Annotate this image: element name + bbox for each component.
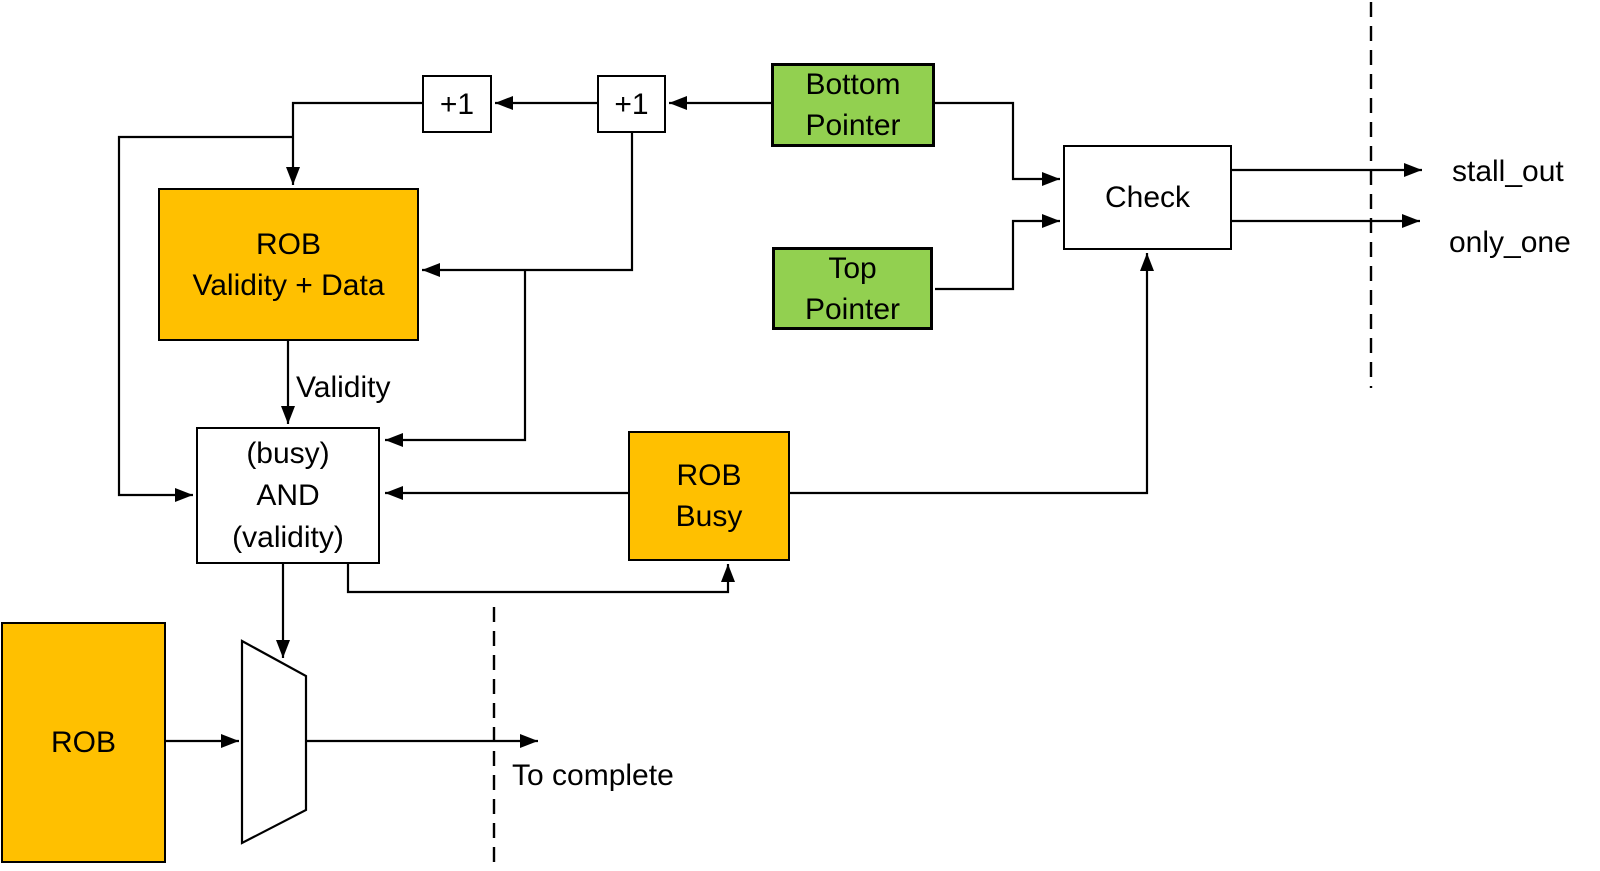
- top-pointer-label-line2: Pointer: [804, 292, 901, 326]
- busy-and-validity-label-line3: (validity): [232, 520, 344, 554]
- rob-validity-data-block: ROB Validity + Data: [158, 188, 419, 341]
- incrementer-right-label: +1: [614, 87, 649, 121]
- wire-inc-left-to-rob-validity-top: [286, 101, 422, 185]
- rob-validity-data-label-line2: Validity + Data: [192, 268, 385, 302]
- rob-busy-label-line1: ROB: [676, 459, 742, 492]
- wire-top-pointer-to-check: [935, 214, 1060, 291]
- check-block: Check: [1063, 145, 1232, 250]
- incrementer-left-label: +1: [439, 87, 475, 121]
- mux-shape: [240, 639, 308, 845]
- incrementer-left-block: +1: [422, 75, 492, 133]
- bottom-pointer-block: Bottom Pointer: [771, 63, 935, 147]
- validity-wire-label: Validity: [296, 371, 391, 404]
- to-complete-label: To complete: [512, 759, 674, 792]
- wire-branch-to-and-left: [117, 135, 294, 502]
- rob-label: ROB: [50, 726, 116, 759]
- busy-and-validity-label-line1: (busy): [246, 436, 330, 470]
- stall-out-label: stall_out: [1452, 155, 1564, 188]
- rob-block: ROB: [1, 622, 166, 863]
- bottom-pointer-label-line1: Bottom: [805, 68, 901, 101]
- check-label: Check: [1104, 181, 1191, 214]
- bottom-pointer-label-line2: Pointer: [805, 109, 901, 142]
- incrementer-right-block: +1: [597, 75, 666, 133]
- wire-branch-to-and-right-top: [385, 270, 527, 447]
- top-pointer-block: Top Pointer: [772, 247, 933, 330]
- busy-and-validity-label-line2: AND: [256, 478, 320, 512]
- rob-validity-data-label-line1: ROB: [255, 227, 321, 261]
- rob-busy-block: ROB Busy: [628, 431, 790, 561]
- busy-and-validity-block: (busy) AND (validity): [196, 427, 380, 564]
- wire-and-to-rob-busy-bottom: [346, 564, 735, 594]
- rob-busy-label-line2: Busy: [675, 500, 743, 533]
- wire-rob-busy-to-check-bottom: [790, 253, 1154, 495]
- wire-inc-right-to-rob-validity-right: [422, 133, 634, 277]
- top-pointer-label-line1: Top: [828, 251, 877, 285]
- wire-bottom-pointer-to-check: [935, 101, 1060, 186]
- only-one-label: only_one: [1449, 226, 1571, 259]
